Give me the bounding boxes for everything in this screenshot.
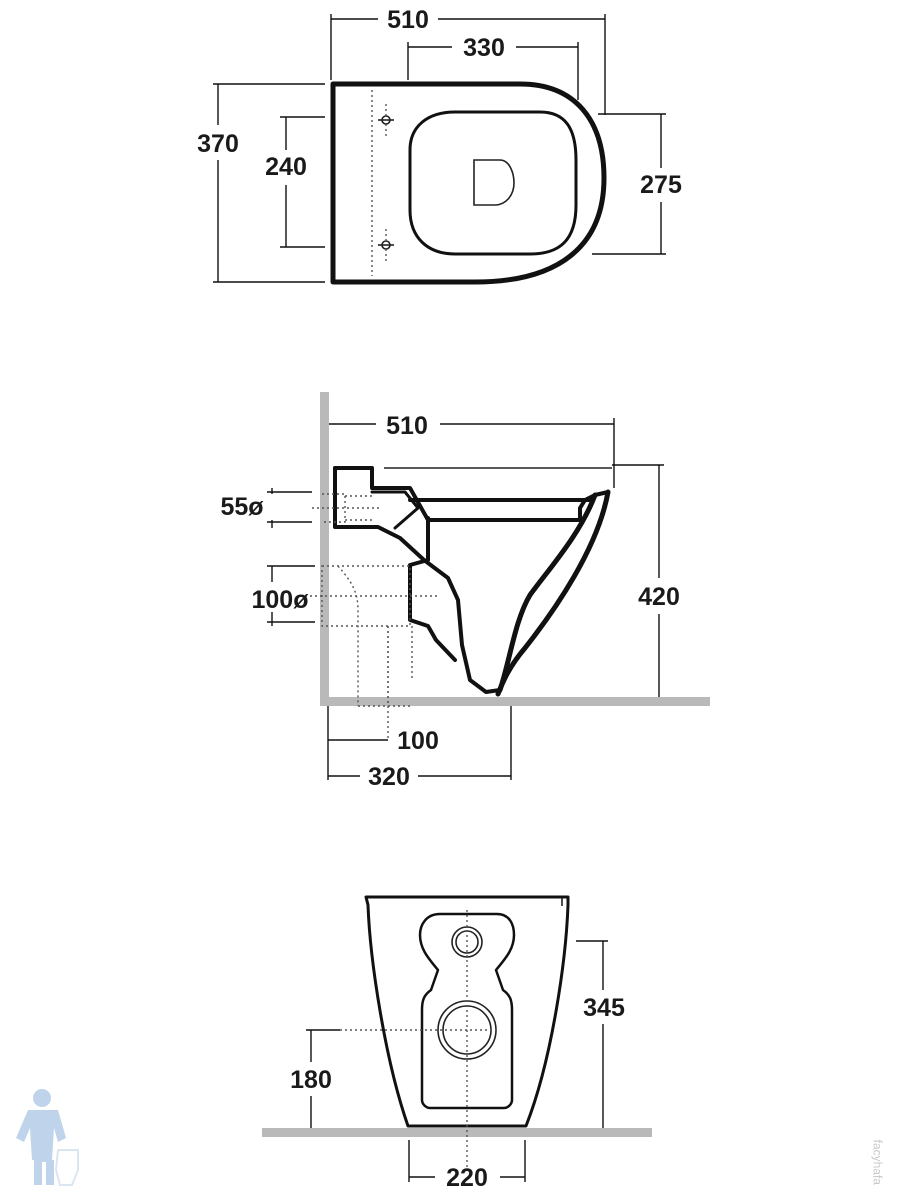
- dimension-320: 320: [328, 706, 512, 791]
- side-view-inlet-pipe: [322, 493, 372, 523]
- dim-text-345: 345: [583, 994, 625, 1022]
- dimension-240: 240: [265, 116, 325, 248]
- rear-view-floor: [262, 1128, 652, 1137]
- side-view-floor: [320, 697, 710, 706]
- dimension-510-side: 510: [329, 412, 615, 488]
- side-view-trap: [408, 498, 592, 662]
- side-view-bowl-inner: [497, 492, 598, 693]
- dim-text-320: 320: [368, 763, 410, 791]
- side-view-inlet-bottom: [333, 466, 502, 694]
- fixing-hole-top: [378, 104, 394, 136]
- dim-text-275: 275: [640, 171, 682, 199]
- dim-text-220: 220: [446, 1164, 488, 1192]
- fixing-hole-bottom: [378, 229, 394, 261]
- dimension-275: 275: [592, 113, 682, 255]
- dim-text-510-side: 510: [386, 412, 428, 440]
- dim-text-420: 420: [638, 583, 680, 611]
- watermark-text: ɐɟɐɥʎɔɐɟ: [869, 1139, 883, 1185]
- dimension-55: 55ø: [220, 488, 312, 528]
- rear-view-cutout: [418, 912, 516, 1110]
- dim-text-240: 240: [265, 153, 307, 181]
- side-view-wall: [320, 392, 329, 706]
- top-view: 510 330 370 240: [197, 6, 682, 285]
- side-view-outlet-pipe: [321, 565, 413, 707]
- dimension-180: 180: [290, 1029, 340, 1128]
- rear-view-body-outline: [364, 895, 570, 1128]
- dim-text-55: 55ø: [220, 493, 264, 521]
- dimension-370: 370: [197, 83, 325, 283]
- dimension-420: 420: [612, 464, 680, 697]
- dim-text-100-diameter: 100ø: [252, 586, 310, 614]
- dim-text-100: 100: [397, 727, 439, 755]
- rear-view: 345 180 220: [262, 895, 652, 1192]
- side-view-bowl-outer: [495, 489, 611, 697]
- dimension-330: 330: [407, 34, 579, 100]
- dimension-220: 220: [408, 1140, 526, 1192]
- top-view-bowl-opening: [408, 110, 578, 256]
- dimension-100-diameter: 100ø: [252, 565, 315, 626]
- side-view: 510 420 55ø 100ø 100: [220, 392, 710, 791]
- dim-text-510: 510: [387, 6, 429, 34]
- dim-text-370: 370: [197, 130, 239, 158]
- dimension-345: 345: [576, 940, 625, 1128]
- top-view-bowl-outline: [330, 81, 607, 285]
- plumber-mascot-icon: [16, 1089, 79, 1186]
- dimension-510-top: 510: [330, 6, 606, 115]
- side-view-trap-inner: [370, 490, 420, 530]
- dim-text-180: 180: [290, 1066, 332, 1094]
- dimension-100: 100: [327, 706, 439, 780]
- side-view-inlet: [333, 466, 610, 522]
- top-view-drain-outline: [473, 159, 515, 206]
- dim-text-330: 330: [463, 34, 505, 62]
